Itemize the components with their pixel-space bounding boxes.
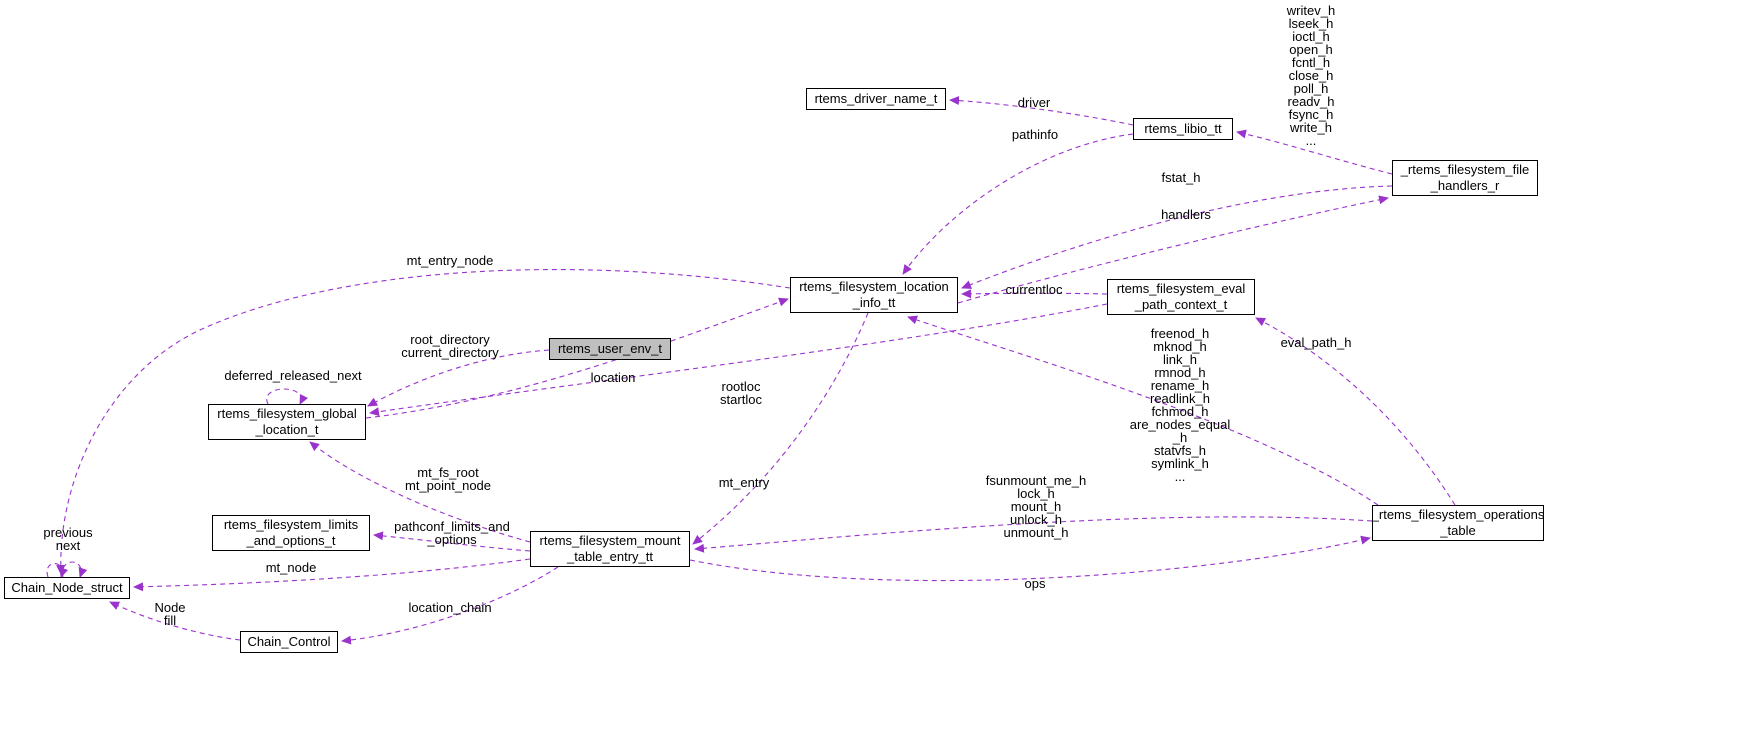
edge-label-ops-node-members: freenod_h mknod_h link_h rmnod_h rename_… (1129, 326, 1231, 484)
node-label: _rtems_filesystem_operations _table (1371, 507, 1545, 538)
edge-label-root-current-directory: root_directory current_directory (401, 332, 499, 360)
edge-label-mt-fs-root-mt-point-node: mt_fs_root mt_point_node (404, 465, 492, 493)
node-label: rtems_filesystem_mount _table_entry_tt (539, 533, 681, 564)
edge-label-pathinfo: pathinfo (1011, 127, 1059, 142)
edge-label-pathconf-limits-and-options: pathconf_limits_and _options (394, 519, 510, 547)
edge-pathinfo (902, 133, 1134, 275)
node-chain-node-struct[interactable]: Chain_Node_struct (4, 577, 130, 599)
edge-label-eval-path-h: eval_path_h (1280, 335, 1352, 350)
edge-label-rootloc-startloc: rootloc startloc (720, 379, 762, 407)
edge-label-previous-next: previous next (43, 525, 93, 553)
node-label: Chain_Node_struct (11, 580, 123, 595)
node-rtems-libio-tt[interactable]: rtems_libio_tt (1133, 118, 1233, 140)
node-rtems-filesystem-limits-and-options-t[interactable]: rtems_filesystem_limits _and_options_t (212, 515, 370, 551)
node-label: Chain_Control (247, 634, 331, 649)
node-label: rtems_filesystem_location _info_tt (799, 279, 949, 310)
node-rtems-filesystem-global-location-t[interactable]: rtems_filesystem_global _location_t (208, 404, 366, 440)
edge-previous-loop (46, 562, 69, 578)
edge-label-currentloc: currentloc (1005, 282, 1063, 297)
node-rtems-filesystem-mount-table-entry-tt[interactable]: rtems_filesystem_mount _table_entry_tt (530, 531, 690, 567)
edge-label-ops: ops (1024, 576, 1046, 591)
node-rtems-driver-name-t[interactable]: rtems_driver_name_t (806, 88, 946, 110)
edge-label-fstat-h: fstat_h (1161, 170, 1201, 185)
edge-label-file-handler-members: writev_h lseek_h ioctl_h open_h fcntl_h … (1286, 3, 1336, 148)
edge-label-handlers: handlers (1161, 207, 1211, 222)
node-label: rtems_filesystem_limits _and_options_t (223, 517, 359, 548)
edge-label-driver: driver (1017, 95, 1051, 110)
node-label: rtems_filesystem_global _location_t (217, 406, 357, 437)
node-label: rtems_user_env_t (557, 341, 663, 356)
node-chain-control[interactable]: Chain_Control (240, 631, 338, 653)
edge-label-mt-entry-node: mt_entry_node (406, 253, 494, 268)
edge-label-deferred-released-next: deferred_released_next (224, 368, 362, 383)
node-label: rtems_libio_tt (1144, 121, 1222, 136)
edge-next-loop (61, 561, 88, 578)
edge-label-mt-node: mt_node (265, 560, 317, 575)
node-rtems-filesystem-eval-path-context-t[interactable]: rtems_filesystem_eval _path_context_t (1107, 279, 1255, 315)
node-rtems-filesystem-location-info-tt[interactable]: rtems_filesystem_location _info_tt (790, 277, 958, 313)
node-rtems-filesystem-operations-table[interactable]: _rtems_filesystem_operations _table (1372, 505, 1544, 541)
node-label: _rtems_filesystem_file _handlers_r (1400, 162, 1530, 193)
edge-label-node-fill: Node fill (154, 600, 186, 628)
edge-label-location-chain: location_chain (408, 600, 492, 615)
edge-label-location: location (590, 370, 636, 385)
node-rtems-user-env-t[interactable]: rtems_user_env_t (549, 338, 671, 360)
edge-label-mt-entry: mt_entry (718, 475, 770, 490)
edge-mt-entry (692, 312, 869, 545)
node-label: rtems_driver_name_t (814, 91, 938, 106)
edge-mt-node (133, 558, 531, 592)
edge-deferred-released-next (266, 388, 309, 405)
edge-ops (689, 535, 1371, 582)
node-rtems-filesystem-file-handlers-r[interactable]: _rtems_filesystem_file _handlers_r (1392, 160, 1538, 196)
edge-label-ops-mount-members: fsunmount_me_h lock_h mount_h unlock_h u… (985, 473, 1087, 540)
node-label: rtems_filesystem_eval _path_context_t (1116, 281, 1246, 312)
edge-fstat-h (961, 185, 1393, 289)
